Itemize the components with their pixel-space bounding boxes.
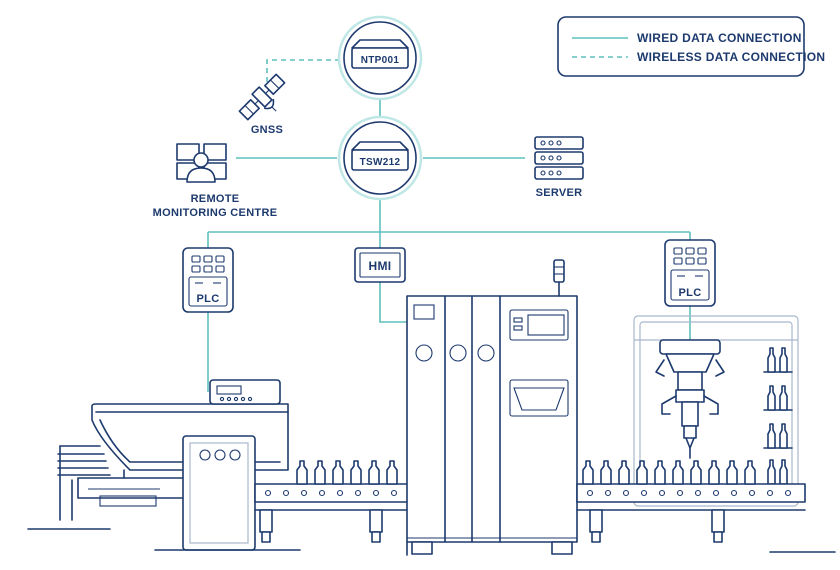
gnss-node[interactable]: GNSS <box>237 72 294 136</box>
robot-cell <box>633 315 799 507</box>
server-icon <box>534 136 584 180</box>
production-line <box>27 259 836 556</box>
legend-wired-label: WIRED DATA CONNECTION <box>637 31 802 45</box>
conveyor-right <box>576 483 836 553</box>
plc-right-label: PLC <box>679 287 702 299</box>
hmi-node[interactable]: HMI <box>354 247 406 283</box>
legend-wireless-label: WIRELESS DATA CONNECTION <box>637 50 825 64</box>
control-box <box>154 435 301 551</box>
plc-icon <box>664 239 716 307</box>
legend-box <box>557 16 805 77</box>
ntp-label: NTP001 <box>361 55 400 66</box>
satellite-icon <box>238 73 286 121</box>
router-icon <box>351 141 409 171</box>
server-label: SERVER <box>536 187 583 199</box>
wired-link-hmi-cabinet <box>379 282 407 323</box>
remote-label-line2: MONITORING CENTRE <box>153 207 278 219</box>
remote-label-line1: REMOTE <box>191 193 240 205</box>
switch-label: TSW212 <box>360 157 401 168</box>
bottles-left <box>296 460 398 485</box>
operator-icon <box>176 143 227 183</box>
server-node[interactable]: SERVER <box>534 136 584 199</box>
switch-node[interactable]: TSW212 <box>337 115 423 201</box>
plc-icon <box>182 247 234 313</box>
router-icon <box>351 39 409 69</box>
legend: WIRED DATA CONNECTION WIRELESS DATA CONN… <box>557 16 825 77</box>
bottle-shelves <box>763 347 793 485</box>
hmi-label: HMI <box>369 259 392 273</box>
connections <box>207 59 691 392</box>
remote-node[interactable]: REMOTE MONITORING CENTRE <box>153 143 278 219</box>
gnss-label: GNSS <box>251 124 283 136</box>
plc-left-label: PLC <box>197 293 220 305</box>
left-bench <box>27 445 111 530</box>
plc-right-node[interactable]: PLC <box>664 239 716 307</box>
wireless-link-gnss-ntp <box>266 59 343 82</box>
hmi-icon <box>354 247 406 283</box>
bottles-right <box>582 460 756 485</box>
ntp-node[interactable]: NTP001 <box>337 15 423 101</box>
robot-arm <box>655 339 725 459</box>
conveyor-left <box>254 483 411 543</box>
plc-left-node[interactable]: PLC <box>182 247 234 313</box>
main-cabinet <box>406 259 578 556</box>
